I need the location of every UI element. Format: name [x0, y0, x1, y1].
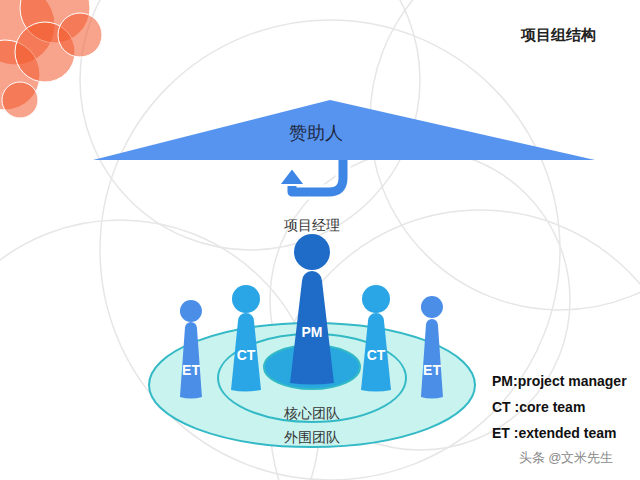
team-member-figure: ET [419, 296, 445, 398]
arrow-shaft [292, 158, 343, 192]
node-shape [93, 98, 595, 162]
node-shape [231, 285, 261, 391]
bubble [58, 13, 102, 57]
arrow-outline [292, 158, 343, 192]
node-shape [280, 214, 344, 384]
figure-body [421, 319, 443, 399]
figure-body [231, 313, 261, 392]
manager-figure: 项目经理 PM [280, 214, 344, 384]
report-arrow [279, 158, 343, 192]
legend-line: PM:project manager [492, 373, 627, 390]
figure-body [361, 313, 391, 392]
core-team-ring: 核心团队CT项目经理PMCT [217, 333, 407, 423]
outer-team-ring: 外围团队核心团队CT项目经理PMCTETET [149, 322, 475, 449]
role-tag: CT [231, 347, 261, 364]
arrow-head [279, 168, 305, 185]
role-tag: PM [280, 324, 344, 341]
umbrella-triangle [93, 100, 595, 160]
figure-head [421, 296, 443, 318]
corner-bubbles [0, 0, 102, 118]
team-member-figure: ET [178, 299, 204, 398]
node-shape [178, 299, 204, 398]
sponsor-umbrella: 赞助人 [93, 98, 595, 162]
figure-body [180, 322, 202, 399]
node-label: 赞助人 [65, 123, 567, 145]
bubble [2, 82, 38, 118]
figure-head [294, 234, 330, 270]
legend-line: CT :core team [492, 399, 585, 416]
figure-head [362, 285, 390, 313]
legend-line: ET :extended team [492, 425, 616, 442]
slide-title: 项目组结构 [521, 26, 596, 44]
figure-head [180, 300, 202, 322]
node-label: 外围团队 [149, 429, 475, 446]
role-tag: ET [178, 362, 204, 379]
role-tag: CT [361, 347, 391, 364]
role-heading: 项目经理 [280, 217, 344, 234]
node-label: 核心团队 [217, 405, 407, 422]
team-member-figure: CT [361, 285, 391, 391]
team-member-figure: CT [231, 285, 261, 391]
watermark: 头条 @文米先生 [519, 450, 614, 466]
figure-head [232, 285, 260, 313]
ring [100, 20, 560, 480]
node-shape [361, 285, 391, 391]
node-shape [419, 296, 445, 398]
role-tag: ET [419, 362, 445, 379]
